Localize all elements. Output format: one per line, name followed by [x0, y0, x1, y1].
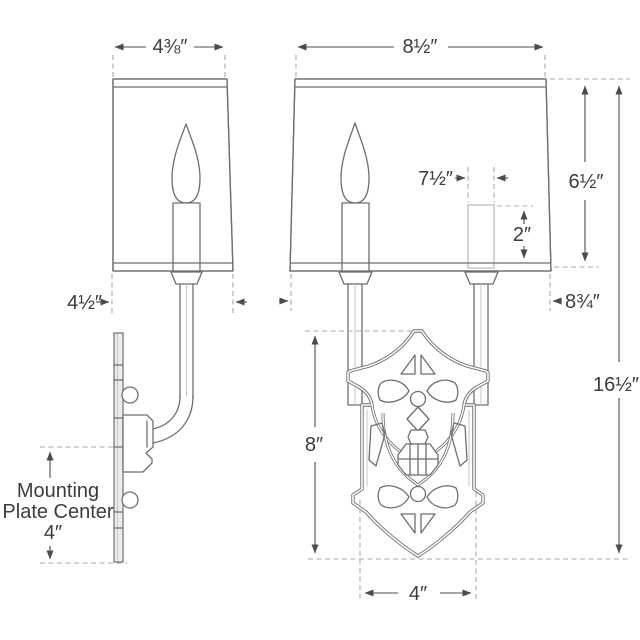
side-candle-sleeve: [172, 202, 201, 273]
cutout-circle-lower: [409, 485, 427, 503]
front-left-cup: [338, 271, 373, 285]
side-plate-segments: [113, 364, 124, 529]
side-arm-inner: [152, 395, 181, 430]
socket-span-label: 7½″: [418, 168, 453, 190]
front-backplate: [346, 329, 490, 558]
dim-shade-width-top: 8½″: [295, 36, 546, 77]
front-shade-trim: [289, 78, 552, 272]
side-shade-trim: [112, 78, 234, 272]
dim-backplate-height: 8″: [305, 330, 415, 554]
cutout-triangle-upper-right: [420, 354, 436, 375]
backplate-width-label: 4″: [409, 583, 427, 605]
side-stem: [179, 283, 194, 399]
mounting-label-line1: Mounting: [17, 480, 99, 502]
dim-shade-depth-bottom: 4½″: [67, 274, 247, 314]
center-crystal-facets: [397, 443, 439, 476]
cutout-leaf-lower-left: [377, 485, 410, 509]
mounting-label-line2: Plate Center: [2, 501, 114, 523]
side-shade-depth-bottom-label: 4½″: [67, 292, 102, 314]
cutout-slot-right: [450, 422, 468, 467]
side-candle-cup: [170, 271, 203, 285]
side-arm-bracket: [122, 414, 154, 473]
front-left-candle: [341, 202, 370, 273]
dim-socket-span: 7½″: [418, 167, 508, 202]
front-view: 8½″: [279, 36, 639, 605]
center-finial: [407, 429, 429, 445]
dim-shade-width-bottom: 8¾″: [279, 274, 600, 313]
cutout-slot-left: [368, 422, 386, 467]
side-mount-knob-bottom: [121, 491, 139, 509]
front-right-socket: [467, 204, 495, 269]
backplate-height-label: 8″: [305, 434, 323, 456]
side-arm-outer: [152, 395, 194, 444]
dim-shade-height: 6½″: [550, 78, 630, 268]
mounting-plate-center-value: 4″: [44, 522, 62, 544]
socket-height-label: 2″: [513, 224, 531, 246]
dim-socket-height: 2″: [497, 205, 533, 259]
side-shade-depth-top-label: 4⅜″: [153, 36, 188, 58]
front-shade-width-top-label: 8½″: [403, 36, 438, 58]
cutout-triangle-upper-left: [400, 354, 416, 375]
shade-height-label: 6½″: [569, 171, 604, 193]
cutout-leaf-upper-right: [426, 379, 459, 403]
side-mount-knob-top: [121, 386, 139, 404]
dim-backplate-width: 4″: [359, 492, 477, 605]
cutout-triangle-lower-left: [400, 513, 416, 534]
cutout-triangle-lower-right: [420, 513, 436, 534]
shade-width-bottom-label: 8¾″: [565, 291, 600, 313]
cutout-leaf-upper-left: [377, 379, 410, 403]
dim-mounting-plate-center: Mounting Plate Center 4″: [2, 446, 127, 564]
dim-overall-height: 16½″: [308, 85, 639, 560]
front-right-cup: [464, 271, 499, 285]
side-view: 4⅜″ 4½″ Mounting: [2, 36, 247, 564]
dim-shade-depth-top: 4⅜″: [112, 36, 226, 77]
cutout-leaf-lower-right: [426, 485, 459, 509]
overall-height-label: 16½″: [593, 374, 639, 396]
